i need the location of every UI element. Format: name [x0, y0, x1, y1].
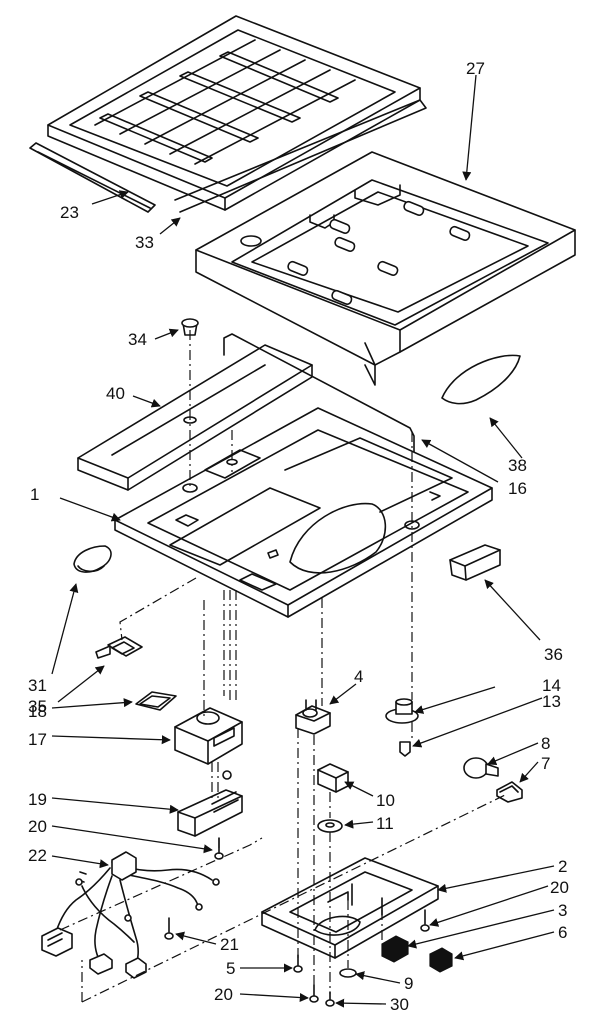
- part-10-sensor: [317, 763, 349, 793]
- callout-22: 22: [28, 846, 47, 865]
- callout-9: 9: [404, 974, 413, 993]
- callout-8: 8: [541, 734, 550, 753]
- part-22-wire-harness: [41, 851, 220, 979]
- part-33-top-grille: [47, 15, 427, 213]
- part-4-switch: [295, 699, 331, 735]
- callout-21: 21: [220, 935, 239, 954]
- part-11-grommet: [317, 819, 343, 833]
- callout-11: 11: [376, 814, 394, 833]
- part-8-light-bulb: [463, 757, 499, 779]
- callout-30: 30: [390, 995, 409, 1014]
- part-36-side-lens: [449, 544, 501, 581]
- part-9-washer: [339, 968, 357, 978]
- callout-13: 13: [542, 692, 561, 711]
- callout-40: 40: [106, 384, 125, 403]
- part-17-thermostat: [174, 707, 243, 765]
- part-3-connector: [381, 935, 409, 963]
- callout-3: 3: [558, 901, 567, 920]
- part-14-lamp-socket: [385, 698, 419, 724]
- part-6-connector: [429, 947, 453, 973]
- callout-17: 17: [28, 730, 47, 749]
- part-30-screw: [325, 991, 335, 1007]
- callout-20-right: 20: [550, 878, 569, 897]
- callout-16: 16: [508, 479, 527, 498]
- callout-20-lower: 20: [214, 985, 233, 1004]
- callout-36: 36: [544, 645, 563, 664]
- part-20-screw-lower: [309, 984, 319, 1003]
- part-31-knob: [73, 545, 112, 573]
- callout-34: 34: [128, 330, 147, 349]
- callout-1: 1: [30, 485, 39, 504]
- callout-5: 5: [226, 959, 235, 978]
- callout-7: 7: [541, 754, 550, 773]
- callout-labels: 27 23 33 34 40 38 16 1 36 31 35 4 14 13 …: [28, 59, 569, 1014]
- cover-slots: [287, 200, 471, 305]
- assembly-lines: [59, 330, 506, 1003]
- part-34-plug: [181, 318, 199, 336]
- callout-35: 35: [28, 697, 47, 716]
- part-13-bulb: [399, 741, 411, 757]
- callout-38: 38: [508, 456, 527, 475]
- callout-10: 10: [376, 791, 395, 810]
- callout-33: 33: [135, 233, 154, 252]
- part-35-clip: [95, 636, 143, 659]
- callout-18: 18: [28, 702, 47, 721]
- part-1-liner-tray: [114, 407, 493, 618]
- part-20-screw-right: [420, 909, 430, 932]
- part-19-control-housing: [177, 770, 243, 837]
- leader-arrows: [51, 74, 555, 1008]
- part-38-gasket: [441, 354, 521, 405]
- callout-2: 2: [558, 857, 567, 876]
- part-2-base: [261, 857, 439, 959]
- part-7-lamp-holder: [496, 781, 523, 803]
- part-27-top-cover: [195, 151, 576, 386]
- callout-4: 4: [354, 667, 363, 686]
- callout-27: 27: [466, 59, 485, 78]
- callout-31: 31: [28, 676, 47, 695]
- part-18-bezel: [135, 691, 177, 711]
- callout-19: 19: [28, 790, 47, 809]
- callout-23: 23: [60, 203, 79, 222]
- callout-20-upper: 20: [28, 817, 47, 836]
- part-21-screw: [164, 917, 174, 940]
- callout-6: 6: [558, 923, 567, 942]
- callout-14: 14: [542, 676, 561, 695]
